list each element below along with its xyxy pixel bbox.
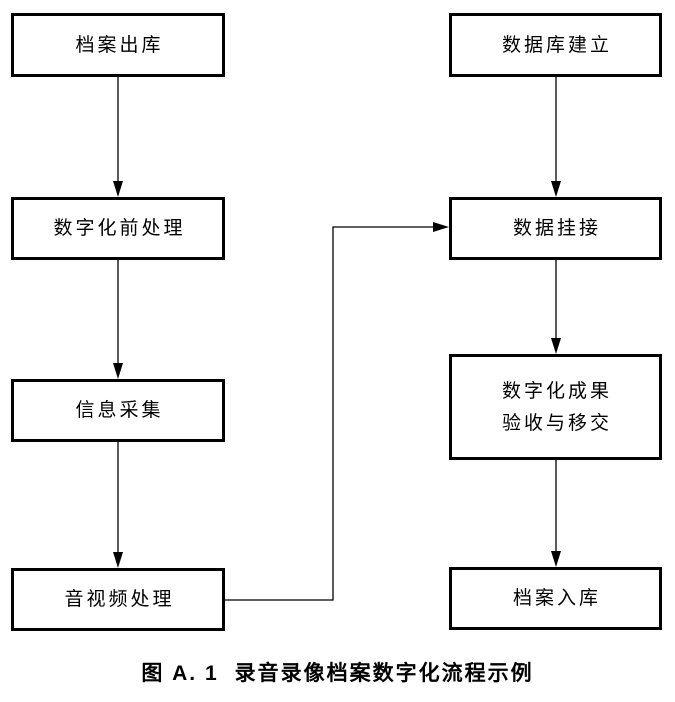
- arrowhead-to-capture: [113, 363, 123, 379]
- node-audio-video-processing: 音视频处理: [11, 568, 225, 631]
- node-pre-digitization-processing: 数字化前处理: [11, 197, 225, 260]
- node-label-line1: 数字化成果: [501, 380, 612, 402]
- arrowhead-to-storage: [551, 551, 561, 567]
- node-archive-checkout: 档案出库: [11, 13, 225, 77]
- figure-caption-title: 录音录像档案数字化流程示例: [234, 662, 534, 685]
- node-label-line2: 验收与移交: [501, 412, 612, 434]
- node-label: 信息采集: [75, 400, 164, 421]
- arrowhead-to-avprocessing: [113, 552, 123, 568]
- arrowhead-to-predigitization: [113, 181, 123, 197]
- node-label: 数字化前处理: [53, 218, 186, 239]
- arrowhead-to-acceptance: [551, 338, 561, 354]
- node-label: 音视频处理: [64, 589, 175, 610]
- node-label: 数据库建立: [501, 34, 612, 56]
- figure-caption: 图 A. 1 录音录像档案数字化流程示例: [0, 657, 675, 687]
- node-information-capture: 信息采集: [11, 379, 225, 442]
- arrowhead-to-datalinking-top: [551, 181, 561, 197]
- arrow-line-avprocessing-to-datalinking: [225, 226, 433, 601]
- node-acceptance-and-handover: 数字化成果 验收与移交: [449, 354, 662, 460]
- node-label: 档案入库: [512, 588, 601, 609]
- node-label: 档案出库: [75, 34, 164, 56]
- node-data-linking: 数据挂接: [449, 197, 662, 260]
- figure-caption-number: 图 A. 1: [141, 662, 219, 685]
- node-database-establishment: 数据库建立: [449, 13, 662, 77]
- node-label: 数据挂接: [512, 218, 601, 239]
- arrowhead-to-datalinking-left: [433, 222, 449, 232]
- node-archive-storage: 档案入库: [449, 567, 662, 630]
